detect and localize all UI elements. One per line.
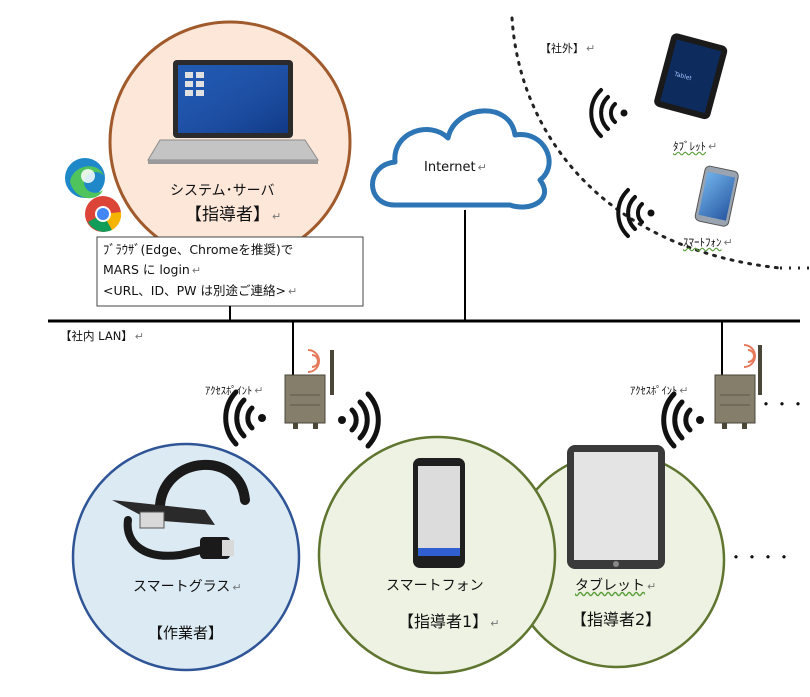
smart-glasses-icon: [112, 460, 250, 560]
edge-icon: [65, 158, 105, 199]
ellipsis-dots: ・・・・: [758, 395, 810, 414]
worker-role: 【作業者】: [148, 624, 224, 642]
smartphone-icon: [413, 458, 465, 568]
instructor1-role: 【指導者1】↵: [398, 612, 500, 631]
access-point-icon: [714, 344, 762, 429]
internet-label: Internet↵: [424, 160, 487, 175]
instructor1-device-label: スマートフォン: [386, 578, 484, 594]
wifi-icon: [616, 188, 655, 238]
smartphone-icon: [694, 165, 739, 227]
tablet-icon: [567, 445, 665, 569]
external-zone-arc: [510, 16, 782, 270]
external-smartphone-label: ｽﾏｰﾄﾌｫﾝ↵: [683, 236, 733, 249]
access-point-icon: [284, 349, 334, 429]
browser-note-box: [96, 236, 364, 307]
wifi-icon: [223, 389, 266, 447]
chrome-icon: [85, 196, 122, 232]
lan-label: 【社内 LAN】↵: [60, 329, 145, 343]
wifi-icon: [661, 391, 704, 449]
browser-note-line: ﾌﾞﾗｳｻﾞ(Edge、Chromeを推奨)で: [103, 242, 294, 257]
wifi-icon: [338, 391, 381, 449]
instructor2-role: 【指導者2】: [571, 610, 662, 629]
laptop-icon: [147, 60, 319, 164]
access-point-label: ｱｸｾｽﾎﾟｲﾝﾄ↵: [630, 384, 689, 397]
access-point-label: ｱｸｾｽﾎﾟｲﾝﾄ↵: [205, 384, 264, 397]
wifi-icon: [589, 88, 628, 138]
ellipsis-dots: ・・・・: [728, 548, 792, 567]
browser-note-line: MARS に login↵: [103, 262, 202, 277]
cloud-icon: [370, 108, 552, 210]
server-label: システム･サーバ: [170, 183, 275, 199]
external-label: 【社外】↵: [540, 42, 596, 55]
instructor2-device-label: タブレット↵: [575, 578, 657, 594]
tablet-icon: [654, 33, 728, 120]
external-tablet-label: ﾀﾌﾞﾚｯﾄ↵: [673, 140, 718, 153]
server-role: 【指導者】↵: [185, 205, 282, 225]
browser-note: ﾌﾞﾗｳｻﾞ(Edge、Chromeを推奨)で MARS に login↵ <U…: [103, 240, 297, 302]
worker-device-label: スマートグラス↵: [133, 579, 242, 595]
browser-note-line: <URL、ID、PW は別途ご連絡>↵: [103, 283, 298, 298]
